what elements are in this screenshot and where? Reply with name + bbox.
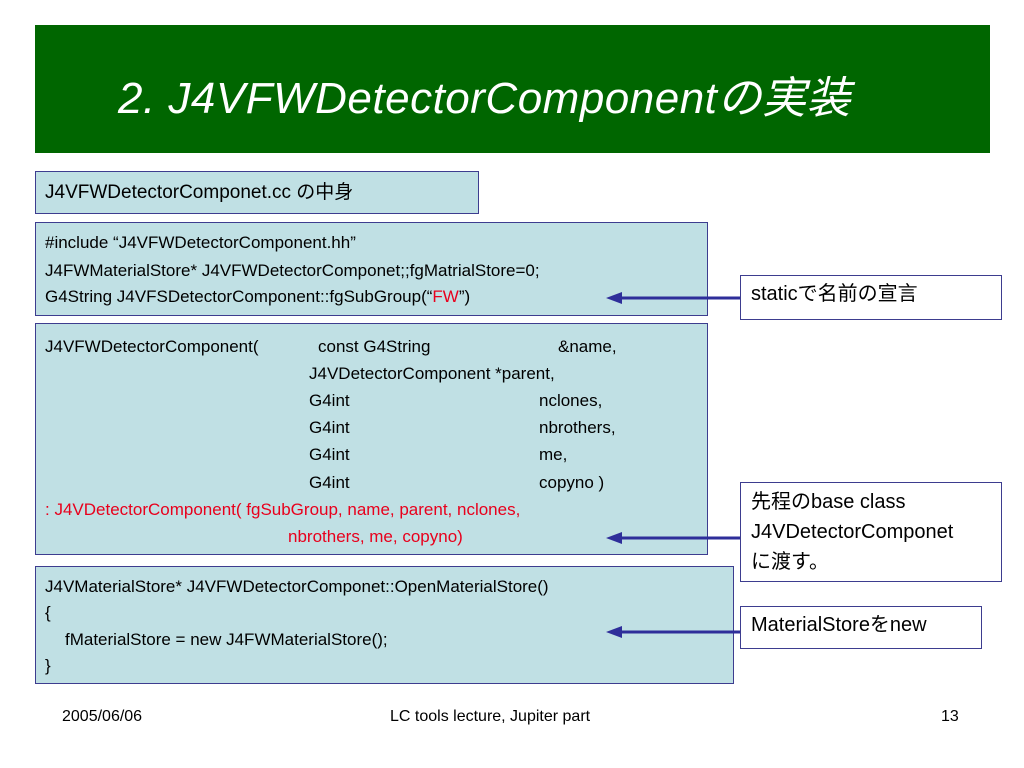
initializer-line-1: : J4VDetectorComponent( fgSubGroup, name… <box>45 500 521 519</box>
param-type: G4int <box>309 418 350 437</box>
param-type: const G4String <box>318 337 431 356</box>
footer-center: LC tools lecture, Jupiter part <box>390 708 591 725</box>
open-brace: { <box>45 603 51 622</box>
code-block-openmaterialstore: J4VMaterialStore* J4VFWDetectorComponet:… <box>35 566 734 684</box>
param-name: nbrothers, <box>539 418 616 437</box>
param-type: G4int <box>309 391 350 410</box>
note-base-line-3: に渡す。 <box>751 551 829 573</box>
note-base-line-2: J4VDetectorComponet <box>751 521 954 543</box>
code-line-subgroup: G4String J4VFSDetectorComponent::fgSubGr… <box>45 287 470 307</box>
param-name: me, <box>539 445 568 464</box>
footer-page-number: 13 <box>941 708 959 725</box>
arrow-base-class <box>606 532 740 544</box>
subgroup-value: FW <box>432 287 459 306</box>
note-static: staticで名前の宣言 <box>740 275 1002 320</box>
param-name: nclones, <box>539 391 603 410</box>
param-name: &name, <box>558 337 617 356</box>
method-body: fMaterialStore = new J4FWMaterialStore()… <box>65 630 388 649</box>
note-base-class: 先程のbase class J4VDetectorComponet に渡す。 <box>740 482 1002 582</box>
code-block-globals: #include “J4VFWDetectorComponent.hh” J4F… <box>35 222 708 316</box>
note-material-text: MaterialStoreをnew <box>751 614 927 636</box>
file-label-box: J4VFWDetectorComponet.cc の中身 <box>35 171 479 214</box>
method-signature: J4VMaterialStore* J4VFWDetectorComponet:… <box>45 577 549 596</box>
file-label: J4VFWDetectorComponet.cc の中身 <box>45 182 354 203</box>
note-material: MaterialStoreをnew <box>740 606 982 649</box>
param-name: copyno ) <box>539 473 605 492</box>
arrow-material <box>606 626 740 638</box>
param-type: G4int <box>309 445 350 464</box>
note-static-text: staticで名前の宣言 <box>751 283 918 305</box>
slide-title: 2. J4VFWDetectorComponentの実装 <box>118 74 851 123</box>
arrow-static <box>606 292 740 304</box>
ctor-name: J4VFWDetectorComponent( <box>45 337 259 356</box>
param-type: J4VDetectorComponent *parent, <box>309 364 555 383</box>
note-base-line-1: 先程のbase class <box>751 491 906 513</box>
code-line-include: #include “J4VFWDetectorComponent.hh” <box>45 233 356 252</box>
code-block-constructor: J4VFWDetectorComponent( const G4String &… <box>35 323 708 555</box>
initializer-line-2: nbrothers, me, copyno) <box>288 527 463 546</box>
subgroup-suffix: ”) <box>458 287 471 306</box>
param-type: G4int <box>309 473 350 492</box>
close-brace: } <box>45 656 51 675</box>
footer-date: 2005/06/06 <box>62 708 143 725</box>
title-bar <box>35 25 990 153</box>
code-line-materialstore: J4FWMaterialStore* J4VFWDetectorComponet… <box>45 261 540 280</box>
subgroup-prefix: G4String J4VFSDetectorComponent::fgSubGr… <box>45 287 433 306</box>
